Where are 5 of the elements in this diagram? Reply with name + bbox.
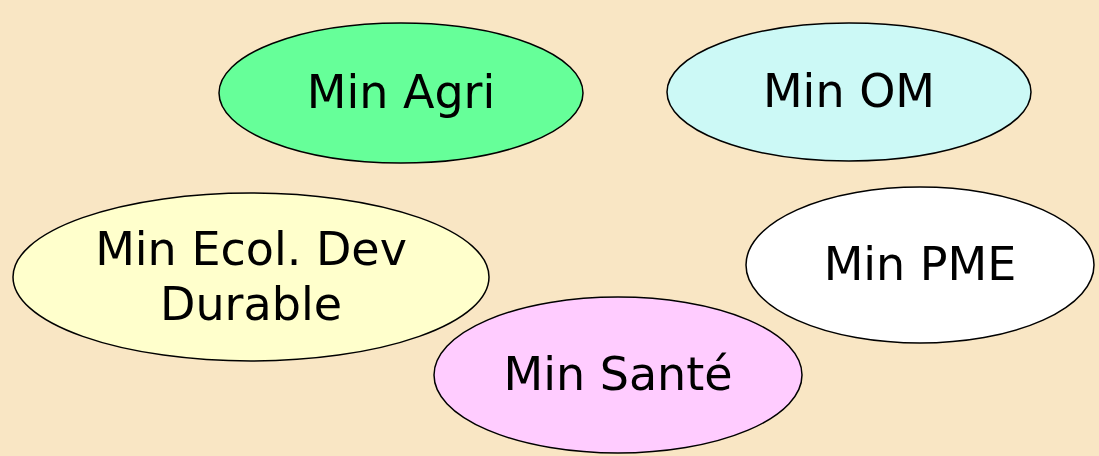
node-label: Min PME <box>823 237 1017 293</box>
node-label: Min Agri <box>306 65 496 121</box>
node-label: Min OM <box>762 64 936 120</box>
node-label: Min Santé <box>503 347 733 403</box>
node-label: Min Ecol. Dev Durable <box>94 221 408 333</box>
